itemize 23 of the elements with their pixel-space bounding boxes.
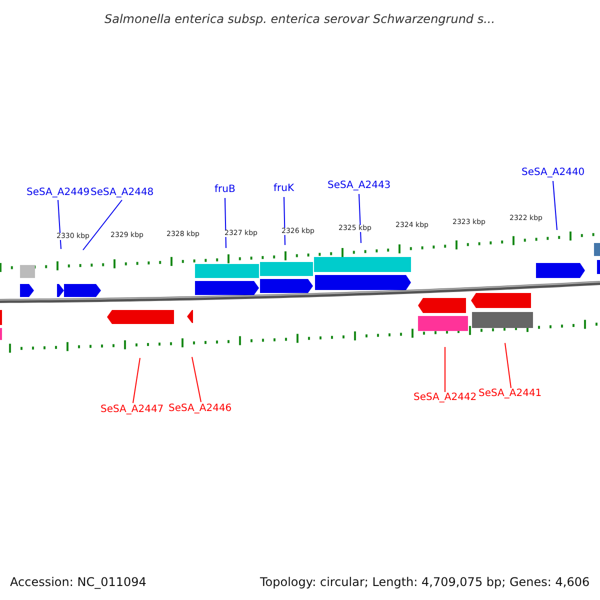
leader-line (284, 196, 286, 246)
gene-label: SeSA_A2442 (414, 393, 477, 403)
gene-label: SeSA_A2447 (100, 405, 164, 415)
map-title: Salmonella enterica subsp. enterica serovar Schwarzengrund s... (104, 13, 496, 25)
gene-label: SeSA_A2448 (90, 188, 154, 198)
leader-line (192, 356, 202, 402)
gene-label: SeSA_A2441 (478, 389, 542, 399)
leader-line (504, 342, 512, 388)
gene-label: fruK (274, 184, 294, 194)
genome-summary-text: Topology: circular; Length: 4,709,075 bp; Genes: 4,606 (260, 576, 590, 588)
leader-line (224, 198, 226, 248)
leader-line (444, 346, 446, 392)
gene-label: SeSA_A2440 (522, 168, 585, 178)
accession-text: Accession: NC_011094 (10, 576, 146, 588)
leader-line (58, 200, 62, 250)
leader-line (552, 180, 558, 230)
leader-line (82, 200, 122, 250)
gene-label: fruB (214, 185, 236, 195)
gene-label: SeSA_A2449 (26, 188, 90, 198)
leader-line (358, 194, 362, 244)
gene-label: SeSA_A2443 (328, 181, 391, 191)
gene-label: SeSA_A2446 (168, 404, 232, 414)
leader-line (132, 358, 140, 404)
